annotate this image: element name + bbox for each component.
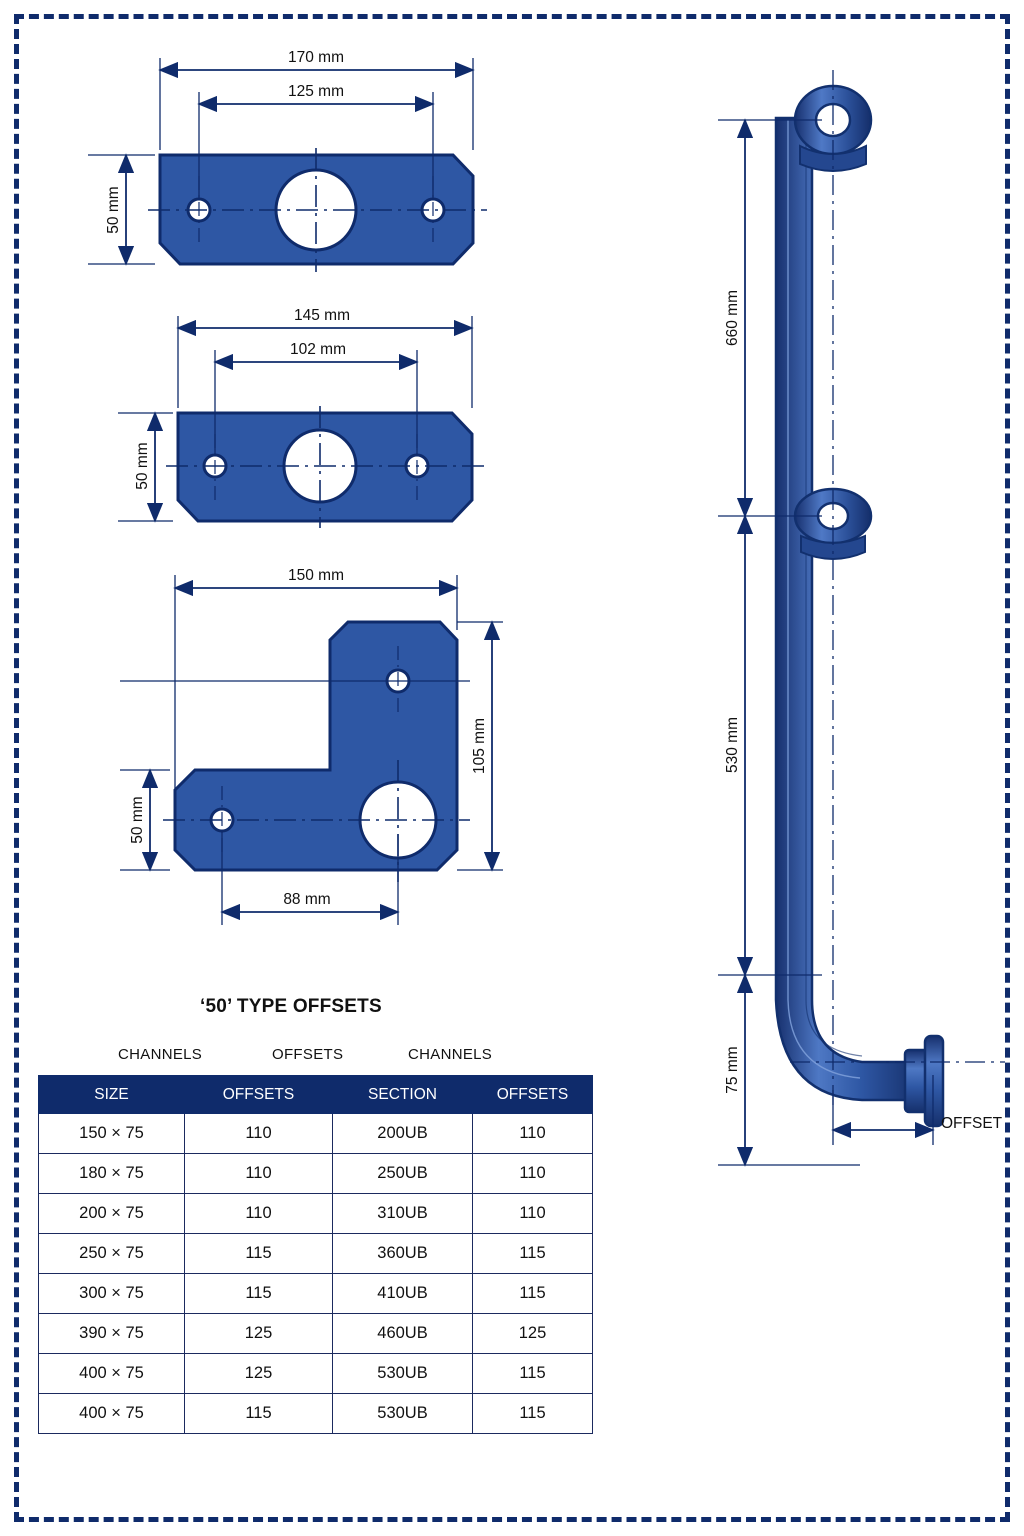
table-col-section: SECTION: [332, 1075, 473, 1114]
cell-section: 360UB: [332, 1233, 473, 1274]
pipe-dim-75-label: 75 mm: [724, 1046, 741, 1093]
table-col-offsets-1: OFFSETS: [184, 1075, 333, 1114]
angle-plate-dim-height-left-label: 50 mm: [129, 796, 146, 843]
table-row: 390 × 75 125 460UB 125: [38, 1313, 593, 1354]
cell-section: 530UB: [332, 1393, 473, 1434]
group-header-offsets: OFFSETS: [272, 1046, 344, 1063]
page-dashed-border: [14, 14, 1010, 1522]
view-angle-plate-150: 150 mm 50 mm 105 mm 88 mm: [120, 567, 503, 925]
pipe-dim-660-label: 660 mm: [724, 290, 741, 346]
cell-offset-2: 110: [472, 1193, 593, 1234]
offsets-table-wrapper: SIZE OFFSETS SECTION OFFSETS 150 × 75 11…: [38, 1075, 593, 1434]
cell-section: 310UB: [332, 1193, 473, 1234]
cell-size: 250 × 75: [38, 1233, 185, 1274]
pipe-middle-collar: [800, 534, 866, 560]
table-row: 150 × 75 110 200UB 110: [38, 1113, 593, 1154]
plate-170-dim-width-label: 170 mm: [288, 49, 344, 66]
table-row: 400 × 75 125 530UB 115: [38, 1353, 593, 1394]
cell-offset-1: 110: [184, 1153, 333, 1194]
cell-size: 390 × 75: [38, 1313, 185, 1354]
cell-offset-1: 110: [184, 1113, 333, 1154]
cell-offset-1: 110: [184, 1193, 333, 1234]
cell-section: 460UB: [332, 1313, 473, 1354]
angle-plate-dim-width-label: 150 mm: [288, 567, 344, 584]
cell-size: 300 × 75: [38, 1273, 185, 1314]
table-row: 180 × 75 110 250UB 110: [38, 1153, 593, 1194]
cell-offset-1: 115: [184, 1273, 333, 1314]
pipe-highlight-right: [805, 120, 863, 1057]
table-header-row: SIZE OFFSETS SECTION OFFSETS: [38, 1075, 593, 1114]
cell-offset-1: 115: [184, 1233, 333, 1274]
plate-145-dim-width-label: 145 mm: [294, 307, 350, 324]
cell-offset-2: 110: [472, 1153, 593, 1194]
pipe-outlet-flange: [923, 1034, 945, 1128]
page-title: ‘50’ TYPE OFFSETS: [200, 996, 382, 1017]
angle-plate-dim-height-right-label: 105 mm: [471, 718, 488, 774]
plate-170-dim-holes-label: 125 mm: [288, 83, 344, 100]
cell-offset-2: 115: [472, 1353, 593, 1394]
plate-145-dim-holes-label: 102 mm: [290, 341, 346, 358]
table-row: 200 × 75 110 310UB 110: [38, 1193, 593, 1234]
cell-offset-2: 115: [472, 1393, 593, 1434]
view-straight-plate-170: 170 mm 125 mm 50 mm: [88, 49, 487, 272]
cell-size: 150 × 75: [38, 1113, 185, 1154]
table-col-size: SIZE: [38, 1075, 185, 1114]
table-row: 250 × 75 115 360UB 115: [38, 1233, 593, 1274]
cell-offset-2: 115: [472, 1233, 593, 1274]
plate-170-dim-height-label: 50 mm: [105, 186, 122, 233]
cell-section: 200UB: [332, 1113, 473, 1154]
pipe-dim-530-label: 530 mm: [724, 717, 741, 773]
group-header-channels-left: CHANNELS: [118, 1046, 203, 1063]
cell-offset-2: 115: [472, 1273, 593, 1314]
table-row: 300 × 75 115 410UB 115: [38, 1273, 593, 1314]
angle-plate-dim-holes-label: 88 mm: [283, 891, 330, 908]
cell-offset-1: 115: [184, 1393, 333, 1434]
pipe-body: [774, 116, 920, 1102]
cell-section: 250UB: [332, 1153, 473, 1194]
group-header-channels-right: CHANNELS: [408, 1046, 493, 1063]
cell-offset-2: 110: [472, 1113, 593, 1154]
pipe-highlight-left: [787, 120, 861, 1079]
cell-section: 410UB: [332, 1273, 473, 1314]
view-offset-pipe: 660 mm 530 mm 75 mm OFFSET: [718, 70, 1005, 1167]
cell-offset-1: 125: [184, 1353, 333, 1394]
table-col-offsets-2: OFFSETS: [472, 1075, 593, 1114]
cell-section: 530UB: [332, 1353, 473, 1394]
cell-size: 180 × 75: [38, 1153, 185, 1194]
pipe-offset-label: OFFSET: [941, 1115, 1003, 1132]
cell-offset-2: 125: [472, 1313, 593, 1354]
table-row: 400 × 75 115 530UB 115: [38, 1393, 593, 1434]
offsets-table: SIZE OFFSETS SECTION OFFSETS 150 × 75 11…: [38, 1075, 593, 1434]
cell-offset-1: 125: [184, 1313, 333, 1354]
plate-145-dim-height-label: 50 mm: [134, 442, 151, 489]
cell-size: 200 × 75: [38, 1193, 185, 1234]
cell-size: 400 × 75: [38, 1393, 185, 1434]
view-straight-plate-145: 145 mm 102 mm 50 mm: [118, 307, 484, 528]
cell-size: 400 × 75: [38, 1353, 185, 1394]
